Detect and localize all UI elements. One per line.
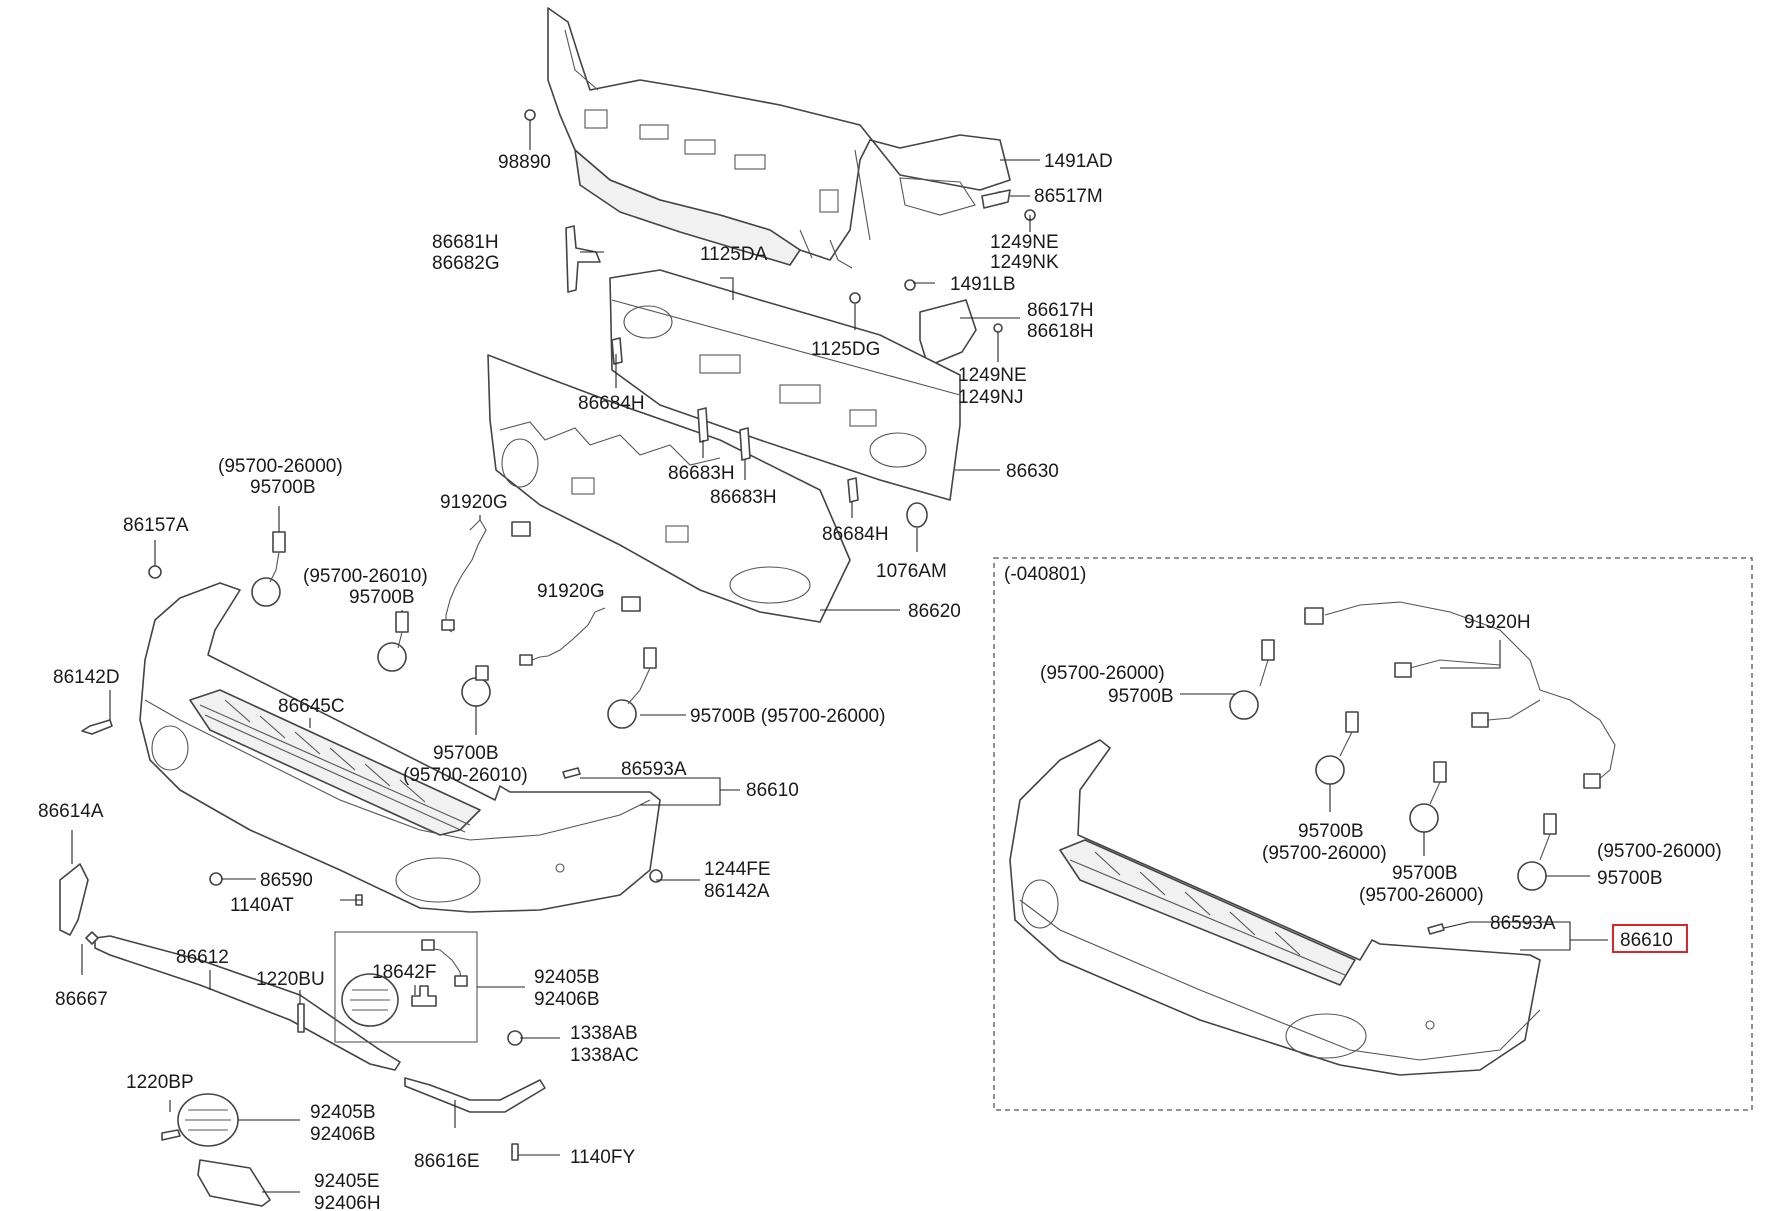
label-92405b-b: 92405B (310, 1102, 376, 1123)
label-95700b-i2: 95700B (1298, 821, 1364, 842)
label-86157a: 86157A (123, 515, 189, 536)
bolts-left (81, 565, 663, 1161)
label-95700b-c: 95700B (95700-26000) (690, 706, 885, 727)
inset-sensors (1229, 639, 1557, 891)
connector-18642f (421, 939, 435, 951)
label-98890: 98890 (498, 152, 551, 173)
label-86614a: 86614A (38, 801, 104, 822)
label-1220bp: 1220BP (126, 1072, 194, 1093)
moulding-86616e (404, 1077, 546, 1113)
label-1249nj: 1249NJ (958, 387, 1024, 408)
highlight-box-86610 (1612, 924, 1688, 953)
label-92406b-b: 92406B (310, 1124, 376, 1145)
label-95700-26000-i3: (95700-26000) (1597, 841, 1722, 862)
sensors-left (251, 531, 657, 729)
cap-1076am (906, 502, 928, 528)
label-1125dg: 1125DG (811, 339, 880, 360)
label-1249nk: 1249NK (990, 252, 1059, 273)
label-86620: 86620 (908, 601, 961, 622)
inset-clip-86593a (1427, 923, 1445, 935)
bracket-86681h (565, 225, 601, 293)
label-86593a-i: 86593A (1490, 913, 1556, 934)
label-86684h-b: 86684H (822, 524, 889, 545)
label-95700b-i3: 95700B (1597, 868, 1663, 889)
label-95700b-d: 95700B (433, 743, 499, 764)
label-86681h: 86681H (432, 232, 499, 253)
brackets-86683h-86684h (611, 337, 859, 503)
front-end-module-drawing (547, 7, 1011, 269)
side-trim-86614a (59, 863, 89, 936)
label-86617h: 86617H (1027, 300, 1094, 321)
label-86618h: 86618H (1027, 321, 1094, 342)
bumper-cover-86610 (139, 582, 661, 913)
label-86616e: 86616E (414, 1151, 480, 1172)
label-1220bu: 1220BU (256, 969, 325, 990)
label-18642f: 18642F (372, 962, 436, 983)
label-95700-26000-a: (95700-26000) (218, 456, 343, 477)
label-1249ne-b: 1249NE (958, 365, 1027, 386)
label-86590: 86590 (260, 870, 313, 891)
bracket-86617h (919, 299, 977, 367)
label-86682g: 86682G (432, 253, 500, 274)
label-1244fe: 1244FE (704, 859, 771, 880)
harness-91920g (441, 519, 641, 666)
label-1491lb: 1491LB (950, 274, 1016, 295)
label-92406b-a: 92406B (534, 989, 600, 1010)
label-91920g-b: 91920G (537, 581, 605, 602)
part-labels: 98890 1491AD 86517M 1249NE 1249NK 86681H… (38, 151, 1722, 1211)
label-95700b-a: 95700B (250, 477, 316, 498)
label-86645c: 86645C (278, 696, 345, 717)
clip-86593a (562, 767, 581, 779)
label-95700-26000-i1: (95700-26000) (1040, 663, 1165, 684)
label-86667: 86667 (55, 989, 108, 1010)
label-91920g-a: 91920G (440, 492, 508, 513)
label-92405b-a: 92405B (534, 967, 600, 988)
label-86683h-a: 86683H (668, 463, 735, 484)
energy-absorber-86620 (487, 354, 851, 623)
label-86612: 86612 (176, 947, 229, 968)
label-95700-26000-i2: (95700-26000) (1262, 843, 1387, 864)
label-86630: 86630 (1006, 461, 1059, 482)
label-95700b-i4: 95700B (1392, 863, 1458, 884)
label-86684h-a: 86684H (578, 393, 645, 414)
label-86610-a: 86610 (746, 780, 799, 801)
label-95700-26000-i4: (95700-26000) (1359, 885, 1484, 906)
label-86142a: 86142A (704, 881, 770, 902)
label-95700-26010-a: (95700-26010) (303, 566, 428, 587)
inset-variant-code: (-040801) (1004, 564, 1086, 585)
reflector-92405b-upper-grille (350, 989, 390, 1011)
socket-18642f (411, 985, 437, 1007)
leader-lines (71, 120, 1608, 1193)
label-86683h-b: 86683H (710, 487, 777, 508)
label-86593a-a: 86593A (621, 759, 687, 780)
label-91920h: 91920H (1464, 612, 1531, 633)
label-86517m: 86517M (1034, 186, 1103, 207)
label-1140at: 1140AT (230, 895, 294, 916)
connector-18642f-b (454, 975, 468, 987)
label-1249ne-a: 1249NE (990, 232, 1059, 253)
label-1338ab: 1338AB (570, 1023, 638, 1044)
label-1338ac: 1338AC (570, 1045, 639, 1066)
variant-inset-frame (993, 557, 1753, 1111)
label-1140fy: 1140FY (570, 1147, 635, 1168)
bumper-reinforcement-86630 (609, 269, 961, 501)
inset-harness-91920h (1304, 601, 1616, 789)
label-95700b-i1: 95700B (1108, 686, 1174, 707)
reflector-92405b-lower-grille (185, 1109, 231, 1131)
label-92406h: 92406H (314, 1193, 381, 1211)
label-95700b-b: 95700B (349, 587, 415, 608)
inset-bumper-cover (1009, 739, 1541, 1076)
label-95700-26010-b: (95700-26010) (403, 765, 528, 786)
skid-strip-86612 (94, 935, 401, 1071)
label-86142d: 86142D (53, 667, 120, 688)
cover-92405e (197, 1159, 271, 1207)
label-1125da: 1125DA (700, 244, 768, 265)
label-1491ad: 1491AD (1044, 151, 1113, 172)
label-92405e: 92405E (314, 1171, 380, 1192)
label-86610-i[interactable]: 86610 (1620, 930, 1673, 951)
label-1076am: 1076AM (876, 561, 947, 582)
